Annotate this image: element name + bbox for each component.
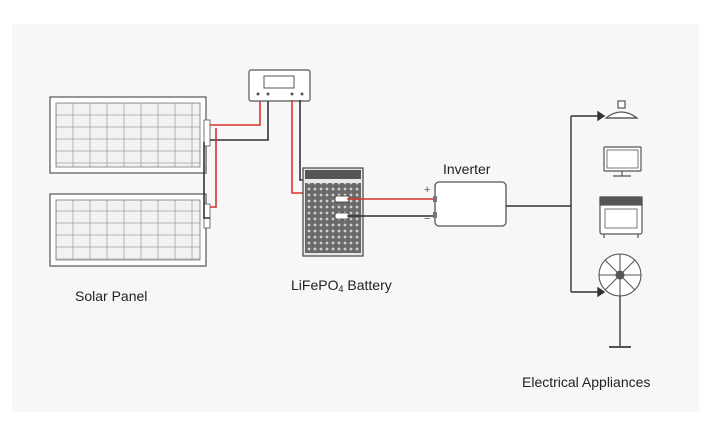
output-bus (506, 110, 606, 298)
solar-panel-icon (49, 193, 211, 267)
appliances-label: Electrical Appliances (522, 374, 651, 390)
inverter-label: Inverter (443, 161, 491, 177)
inverter-icon (433, 181, 507, 227)
monitor-icon (603, 146, 642, 177)
solar-panel-label: Solar Panel (75, 288, 148, 304)
battery-label-prefix: LiFePO (291, 277, 339, 293)
microwave-icon (599, 196, 643, 238)
solar-panel-icon (49, 96, 211, 174)
charge-controller-icon (248, 69, 311, 102)
battery-label-subscript: 4 (338, 284, 344, 294)
lifepo4-battery-icon (302, 167, 364, 257)
terminal-negative-label: − (424, 213, 431, 225)
battery-inverter-wiring (347, 198, 433, 217)
panel-wiring (203, 100, 269, 219)
battery-label: LiFePO4 Battery (291, 277, 392, 294)
standing-fan-icon (598, 253, 642, 348)
ceiling-lamp-icon (604, 100, 639, 119)
terminal-positive-label: + (424, 184, 431, 196)
battery-label-suffix: Battery (343, 277, 392, 293)
